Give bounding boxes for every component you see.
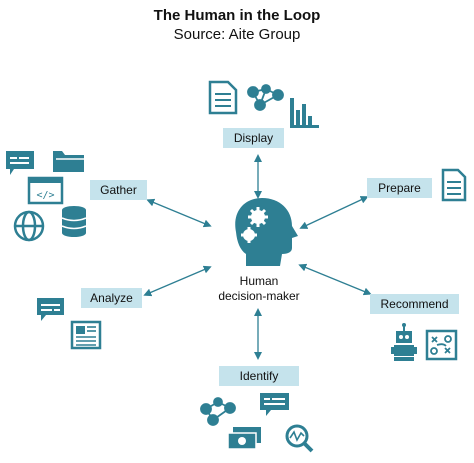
chat-bubble-icon — [6, 151, 34, 175]
center-label-line2: decision-maker — [218, 289, 300, 303]
document-icon — [208, 80, 238, 115]
diagram-subtitle: Source: Aite Group — [173, 26, 301, 43]
identify-icons — [200, 393, 314, 453]
arrow-recommend — [298, 263, 372, 296]
display-icons — [208, 80, 319, 128]
recommend-icons — [391, 323, 458, 361]
svg-text:</>: </> — [36, 190, 54, 201]
node-label-recommend: Recommend — [370, 294, 459, 314]
magnifier-chart-icon — [285, 424, 314, 453]
folder-icon — [53, 151, 84, 172]
arrow-gather — [146, 198, 212, 228]
node-label-prepare: Prepare — [367, 178, 432, 198]
database-icon — [61, 206, 87, 237]
gather-icons: </> — [6, 151, 87, 242]
diagram-title: The Human in the Loop — [153, 7, 321, 24]
document-icon — [441, 168, 467, 202]
arrow-prepare — [299, 196, 369, 229]
code-window-icon: </> — [27, 176, 64, 205]
node-label-display: Display — [223, 128, 284, 148]
connector-arrows — [143, 154, 372, 360]
chat-bubble-icon — [37, 298, 64, 321]
globe-icon — [13, 210, 45, 242]
newspaper-icon — [70, 320, 102, 350]
robot-icon — [391, 323, 417, 361]
center-label-line1: Human — [239, 274, 279, 288]
node-label-gather: Gather — [90, 180, 147, 200]
node-label-analyze: Analyze — [81, 288, 142, 308]
head-gears-icon — [235, 198, 298, 266]
center-label: Human decision-maker — [204, 274, 314, 304]
prepare-icons — [441, 168, 467, 202]
network-icon — [247, 84, 284, 111]
strategy-board-icon — [425, 329, 458, 361]
bar-chart-icon — [290, 98, 319, 128]
node-label-identify: Identify — [219, 366, 299, 386]
money-icon — [227, 427, 261, 450]
analyze-icons — [37, 298, 102, 350]
network-icon — [200, 397, 236, 426]
chat-bubble-icon — [260, 393, 289, 416]
arrow-analyze — [143, 265, 212, 297]
